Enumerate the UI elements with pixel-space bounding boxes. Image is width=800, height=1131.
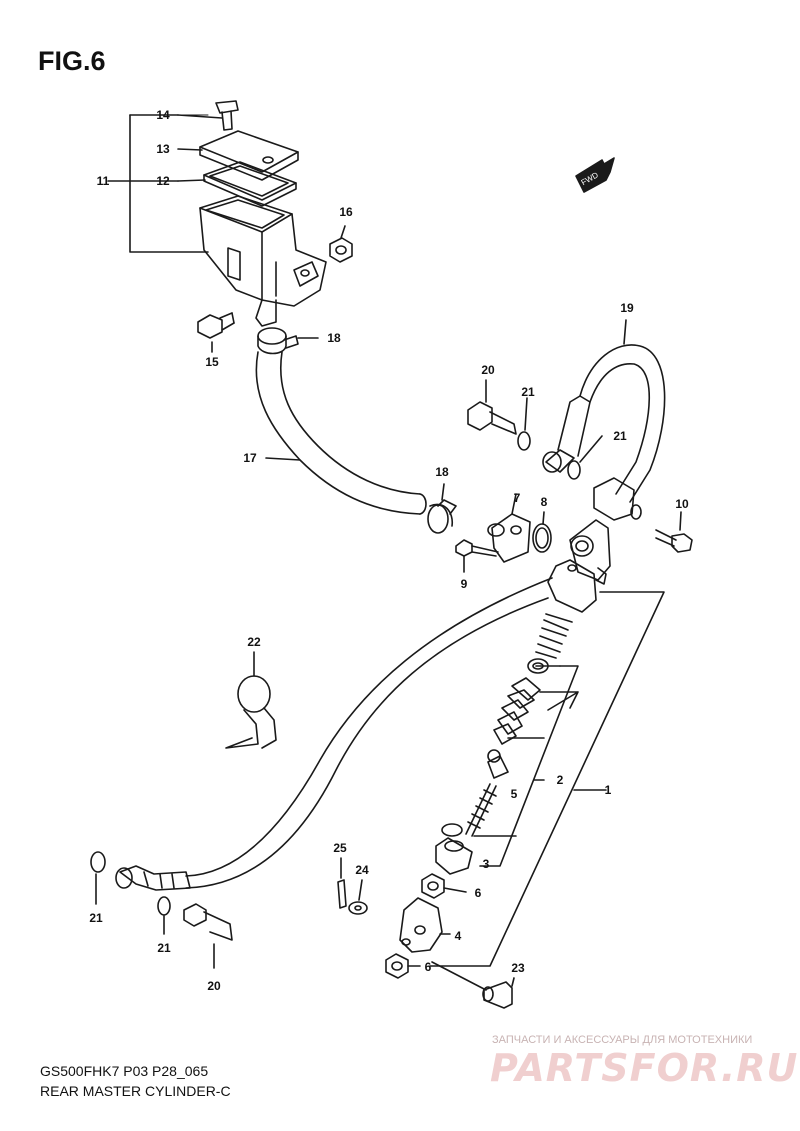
callout-21c: 21 [89, 911, 103, 925]
circlip-3 [435, 823, 473, 875]
model-code: GS500FHK7 P03 P28_065 [40, 1063, 209, 1079]
banjo-bolt-lower [183, 903, 233, 969]
callout-21a: 21 [521, 385, 535, 399]
bolt-15 [197, 312, 235, 353]
callout-11: 11 [97, 174, 110, 188]
nut-6-upper [421, 873, 467, 899]
callout-23: 23 [511, 961, 525, 975]
reservoir-cap [199, 130, 299, 181]
callout-6a: 6 [475, 886, 482, 900]
hose-clamp-upper [257, 327, 319, 355]
master-cylinder-body [547, 519, 611, 613]
banjo-bolt-upper [467, 379, 517, 435]
reservoir-diaphragm [203, 161, 297, 207]
washer-lower-a [90, 851, 106, 905]
callout-18b: 18 [435, 465, 449, 479]
callout-17: 17 [243, 451, 257, 465]
callout-25: 25 [333, 841, 347, 855]
brake-hose-19 [542, 319, 666, 521]
clevis-pin-23 [431, 961, 515, 1009]
callout-16: 16 [339, 205, 353, 219]
callout-15: 15 [205, 355, 219, 369]
callout-20b: 20 [207, 979, 221, 993]
figure-title: FIG.6 [38, 46, 106, 76]
reservoir-body [199, 195, 327, 307]
callout-4: 4 [455, 929, 462, 943]
screw-9 [455, 539, 499, 573]
washer-upper-b [567, 435, 603, 480]
hose-clamp-lower [427, 483, 457, 534]
cylinder-piston [493, 677, 541, 745]
nut-16 [329, 225, 353, 263]
callout-20a: 20 [481, 363, 495, 377]
callout-5: 5 [511, 787, 518, 801]
callout-2: 2 [557, 773, 564, 787]
callout-3: 3 [483, 857, 490, 871]
cylinder-spring [535, 613, 573, 659]
cotter-pin-25 [337, 857, 347, 909]
clevis-4 [399, 897, 451, 953]
callout-8: 8 [541, 495, 548, 509]
watermark-subtitle: ЗАПЧАСТИ И АКСЕССУАРЫ ДЛЯ МОТОТЕХНИКИ [492, 1034, 753, 1046]
washer-24 [348, 879, 368, 915]
callout-13: 13 [156, 142, 170, 156]
o-ring-8 [532, 511, 552, 553]
callout-22: 22 [247, 635, 261, 649]
nut-6-lower [385, 953, 421, 979]
washer-lower-b [157, 896, 171, 935]
bolt-10 [655, 511, 693, 553]
cylinder-pushrod [465, 749, 509, 837]
callout-6b: 6 [425, 960, 432, 974]
joint-7 [487, 493, 531, 563]
callout-1: 1 [605, 783, 612, 797]
retaining-clip-22 [225, 651, 277, 749]
fwd-arrow-badge [575, 157, 615, 193]
callout-10: 10 [675, 497, 689, 511]
callout-24: 24 [355, 863, 369, 877]
callout-14: 14 [156, 108, 170, 122]
callout-12: 12 [156, 174, 170, 188]
assembly-name: REAR MASTER CYLINDER-C [40, 1083, 231, 1099]
washer-upper-a [517, 397, 531, 451]
callout-21b: 21 [613, 429, 627, 443]
reservoir-bolt [215, 100, 239, 131]
reservoir-hose [255, 351, 427, 515]
watermark-brand: PARTSFOR.RU [490, 1046, 799, 1090]
callout-19: 19 [620, 301, 634, 315]
callout-7: 7 [514, 491, 521, 505]
callout-18a: 18 [327, 331, 341, 345]
caliper-hose [115, 577, 553, 891]
callout-9: 9 [461, 577, 468, 591]
callout-21d: 21 [157, 941, 171, 955]
